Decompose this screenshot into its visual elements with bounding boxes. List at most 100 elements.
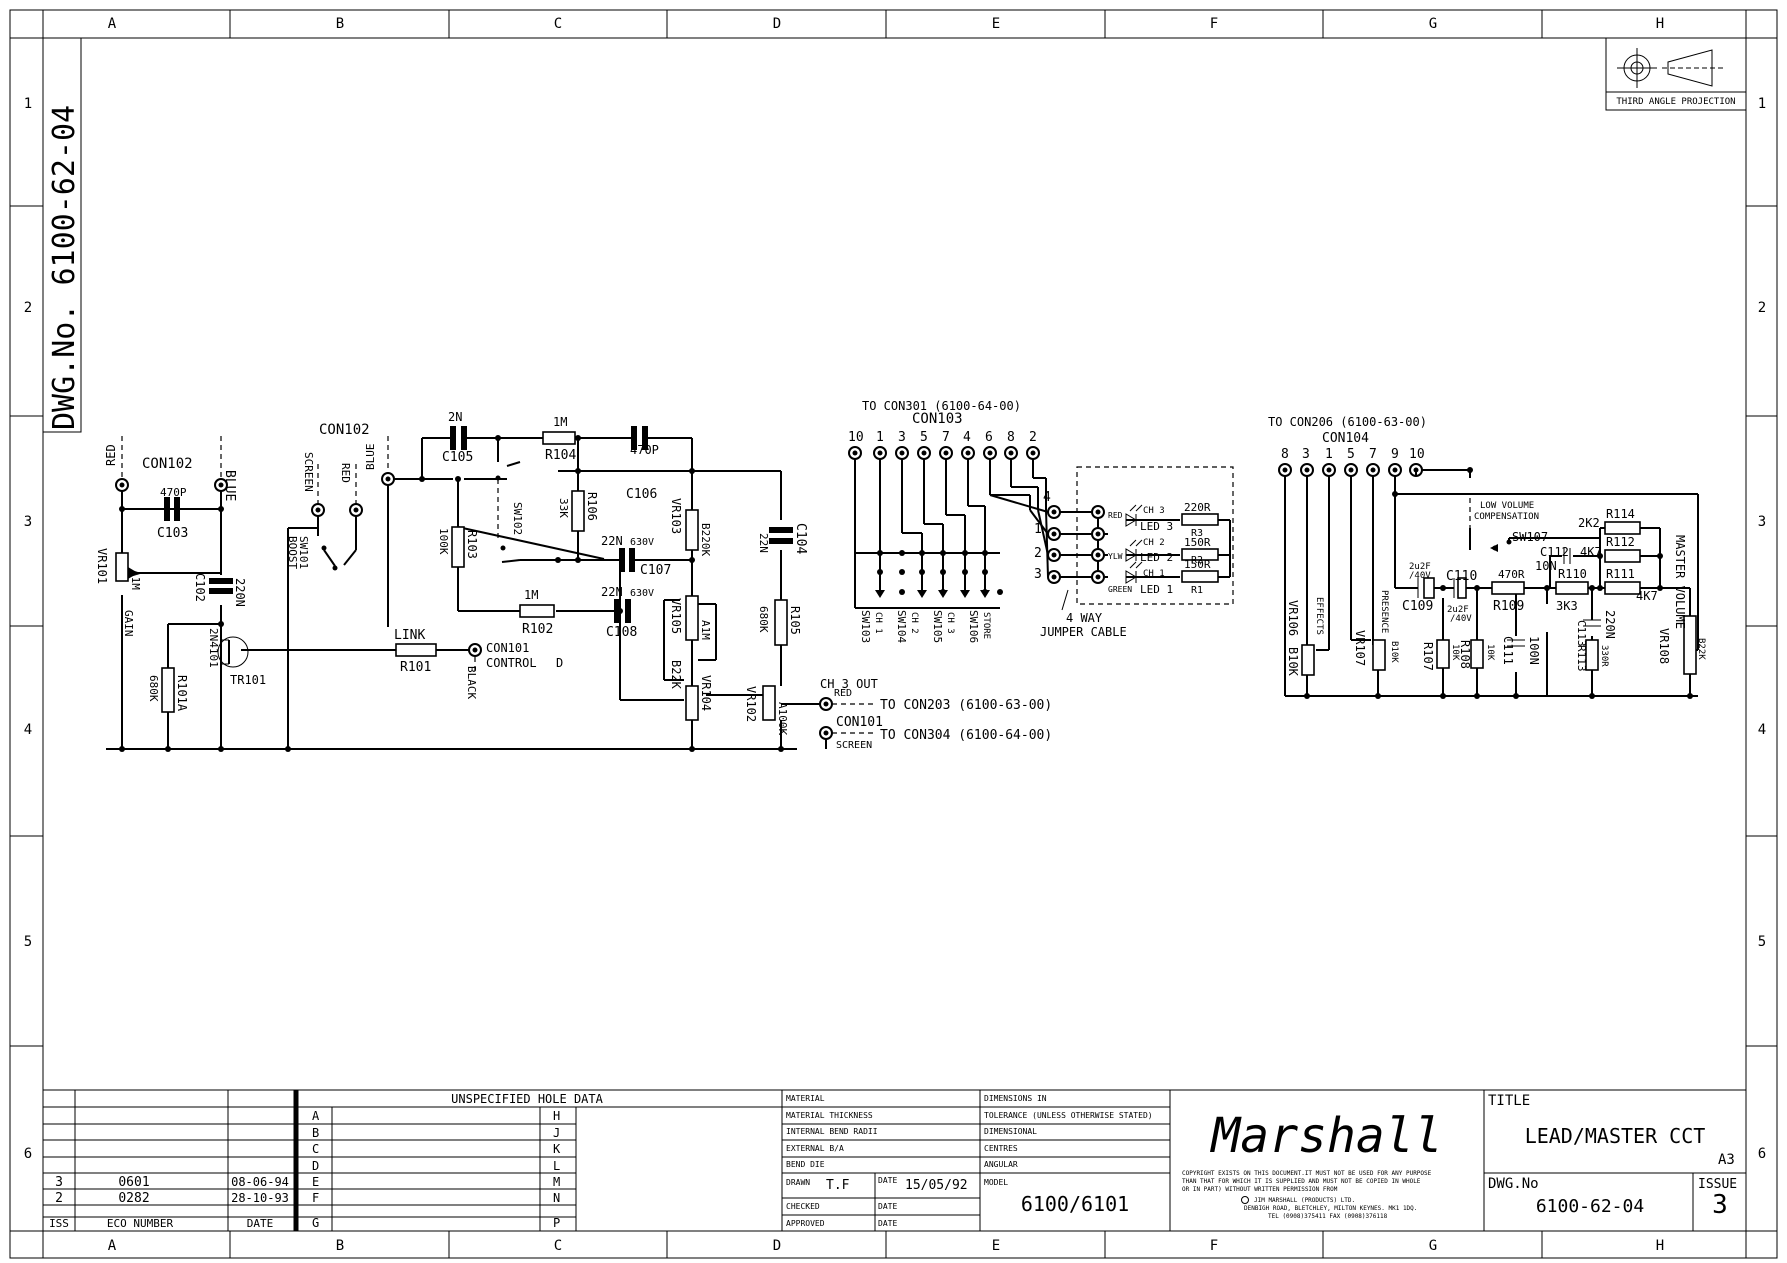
brand-logo: Marshall (1209, 1108, 1442, 1164)
pin-number: 6 (985, 430, 993, 445)
title-block-frame (42, 1089, 1747, 1232)
row-label-right: 4 (1758, 722, 1766, 738)
copyright-icon (1241, 1196, 1249, 1204)
material-row-label: INTERNAL BEND RADII (786, 1127, 878, 1136)
title-label: TITLE (1488, 1093, 1530, 1109)
switch-label: SW105 (931, 610, 944, 643)
material-row-label: MATERIAL THICKNESS (786, 1111, 873, 1120)
pot-label: VR106 (1286, 600, 1300, 636)
resistor-label: R1 (1191, 585, 1203, 596)
led-icon (1125, 539, 1143, 562)
col-label-top: B (336, 16, 344, 32)
resistor-label: R106 (585, 492, 599, 521)
col-label-top: H (1656, 16, 1664, 32)
capacitor-value: 2N (448, 410, 462, 424)
capacitor-value: 470P (630, 443, 659, 457)
company-name: JIM MARSHALL (PRODUCTS) LTD. (1254, 1197, 1355, 1204)
capacitor-label: C108 (606, 625, 637, 640)
resistor-value: 150R (1184, 536, 1211, 549)
revision-header: DATE (247, 1217, 274, 1230)
col-label-bottom: A (108, 1238, 117, 1254)
drawn-value: T.F (826, 1178, 850, 1193)
resistor-value: 3K3 (1556, 599, 1578, 613)
row-label-left: 3 (24, 514, 32, 530)
capacitor-value: 22N (601, 585, 623, 599)
copyright-line: COPYRIGHT EXISTS ON THIS DOCUMENT.IT MUS… (1182, 1170, 1432, 1177)
hole-letter: D (312, 1159, 319, 1173)
capacitor-label: C102 (193, 573, 207, 602)
resistor-label: R112 (1606, 535, 1635, 549)
resistor-label: R101 (400, 660, 431, 675)
led-jacks (1047, 505, 1105, 584)
jfet-transistor-icon (217, 636, 249, 668)
pin-number: 5 (920, 430, 928, 445)
switch-label: SW101 (297, 536, 310, 569)
connector-label: CON101 (836, 715, 883, 730)
pot-label: VR101 (95, 548, 109, 584)
pot-label: VR104 (699, 675, 713, 711)
destination-label: TO CON203 (6100-63-00) (880, 698, 1052, 713)
led-color: YLW (1108, 552, 1123, 561)
capacitor-label: C103 (157, 526, 188, 541)
resistor-label: R114 (1606, 507, 1635, 521)
title-value: LEAD/MASTER CCT (1525, 1124, 1706, 1148)
con103-pins: 10 1 3 5 7 4 6 8 2 (848, 430, 1037, 445)
control-name: MASTER VOLUME (1673, 535, 1687, 629)
control-name: GAIN (122, 610, 135, 637)
pin-number: 10 (848, 430, 864, 445)
hole-letter: N (553, 1191, 560, 1205)
col-label-bottom: B (336, 1238, 344, 1254)
switch-arrow-icons (875, 590, 990, 598)
copyright-line: OR IN PART) WITHOUT WRITTEN PERMISSION F… (1182, 1186, 1338, 1193)
pot-value: A1M (129, 570, 142, 590)
col-label-bottom: D (773, 1238, 781, 1254)
company-address: DENBIGH ROAD, BLETCHLEY, MILTON KEYNES. … (1244, 1205, 1417, 1212)
master-section-wiring (1284, 469, 1699, 697)
hole-letter: E (312, 1175, 319, 1189)
connector-label: CON104 (1322, 431, 1369, 446)
col-label-bottom: C (554, 1238, 562, 1254)
pot-label: VR108 (1657, 628, 1671, 664)
row-label-right: 6 (1758, 1146, 1766, 1162)
hole-data-title: UNSPECIFIED HOLE DATA (451, 1092, 603, 1106)
led-color: GREEN (1108, 585, 1132, 594)
connector-function: D (556, 656, 563, 670)
resistor-value: 4K7 (1636, 589, 1658, 603)
resistor-value: 1M (553, 415, 567, 429)
col-label-top: G (1429, 16, 1437, 32)
col-label-top: C (554, 16, 562, 32)
resistor-label: R109 (1493, 599, 1524, 614)
output-label: CH 3 OUT (820, 677, 878, 691)
wire-color-label: BLACK (465, 666, 478, 699)
switch-label: SW107 (1512, 530, 1548, 544)
dimension-row-label: ANGULAR (984, 1160, 1018, 1169)
dimension-row-label: DIMENSIONS IN (984, 1094, 1047, 1103)
resistor-label: R111 (1606, 567, 1635, 581)
approved-label: APPROVED (786, 1219, 825, 1228)
capacitor-value: 220N (233, 578, 247, 607)
switch-function: BOOST (286, 536, 299, 569)
model-value: 6100/6101 (1021, 1192, 1129, 1216)
hole-letter: A (312, 1109, 320, 1123)
pin-number: 7 (942, 430, 950, 445)
resistor-label: R3 (1191, 528, 1203, 539)
switch-label: SW102 (511, 502, 524, 535)
company-phone: TEL (0908)375411 FAX (0908)376118 (1268, 1213, 1388, 1220)
wire-color-label: BLUE (222, 470, 237, 501)
drawing-number-vertical: DWG.No. 6100-62-04 (47, 105, 82, 430)
wire-color-label: RED (339, 463, 352, 483)
resistor-value: 150R (1184, 558, 1211, 571)
revision-date: 28-10-93 (231, 1191, 289, 1205)
master-junction-dots (1304, 467, 1693, 699)
capacitor-label: C112 (1540, 545, 1569, 559)
hole-letter: F (312, 1191, 319, 1205)
led-channel: CH 3 (1143, 506, 1165, 516)
hole-letter: C (312, 1142, 319, 1156)
pot-value: A1M (699, 620, 712, 640)
row-label-left: 5 (24, 934, 32, 950)
capacitor-label: C105 (442, 450, 473, 465)
row-label-left: 4 (24, 722, 32, 738)
transistor-label: TR101 (230, 673, 266, 687)
control-name: EFFECTS (1314, 597, 1324, 635)
